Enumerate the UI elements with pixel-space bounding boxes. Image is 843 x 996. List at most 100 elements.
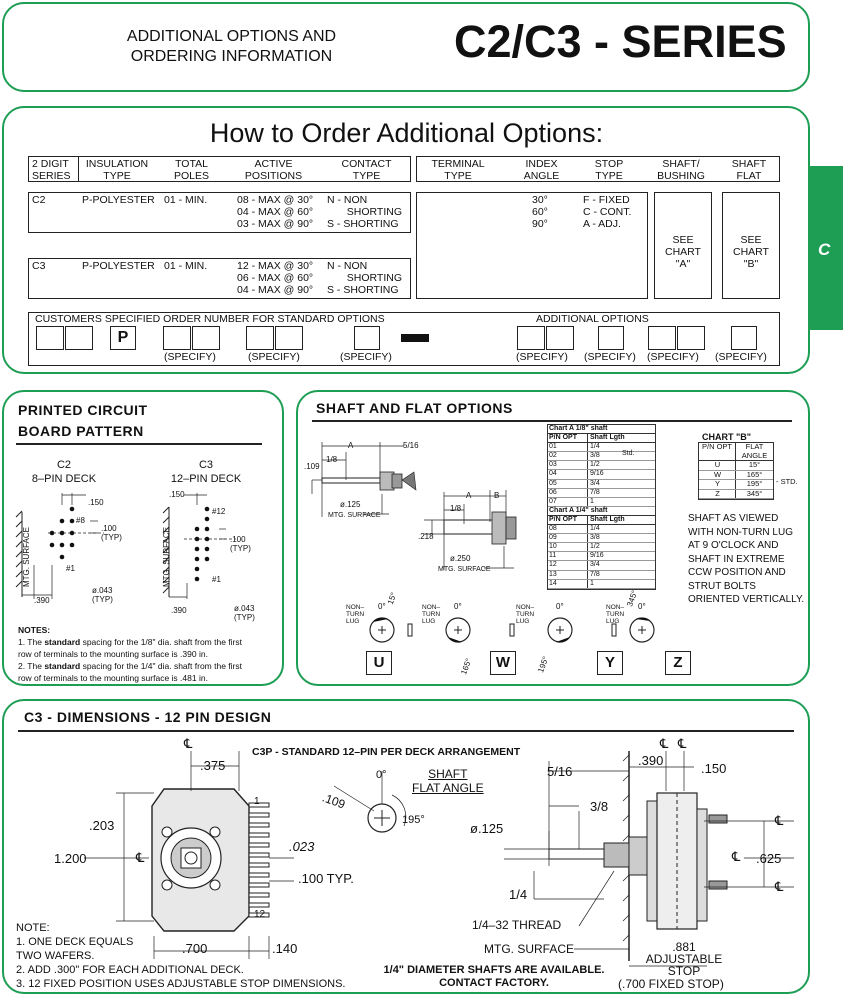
pcb-c2-043-val: ø.043 bbox=[92, 586, 113, 595]
pcb-c3-pin1: #1 bbox=[212, 575, 221, 584]
col-header-series-l1: 2 DIGIT bbox=[32, 158, 69, 170]
c3-insulation: P-POLYESTER bbox=[82, 260, 155, 272]
col-header-contact-l2: TYPE bbox=[352, 170, 381, 182]
stop-box[interactable] bbox=[598, 326, 624, 350]
col-header-terminal-l2: TYPE bbox=[444, 170, 472, 182]
poles-box-1[interactable] bbox=[163, 326, 191, 350]
lug-w-3: LUG bbox=[422, 618, 436, 625]
c3-contact-2: SHORTING bbox=[346, 272, 402, 284]
bushing-box-2[interactable] bbox=[677, 326, 705, 350]
pcb-note-1d: row of terminals to the mounting surface… bbox=[18, 649, 208, 659]
specify-5: (SPECIFY) bbox=[584, 351, 636, 363]
row-pn: 01 bbox=[548, 443, 588, 452]
col-header-contact-l1: CONTACT bbox=[341, 158, 392, 170]
pcb-mtg-1: MTG. SURFACE bbox=[22, 526, 31, 587]
flat-box-entry[interactable] bbox=[731, 326, 757, 350]
c2-insulation: P-POLYESTER bbox=[82, 194, 155, 206]
flat-view-z bbox=[611, 617, 655, 643]
header-panel: ADDITIONAL OPTIONS AND ORDERING INFORMAT… bbox=[2, 2, 810, 92]
positions-box-1[interactable] bbox=[246, 326, 274, 350]
header-subtitle-line2: ORDERING INFORMATION bbox=[130, 48, 333, 65]
row-pn: 07 bbox=[548, 497, 588, 506]
row-value: 1/4 bbox=[590, 443, 600, 451]
lug-z-1: NON– bbox=[606, 604, 625, 611]
col-header-index-l2: ANGLE bbox=[523, 170, 560, 182]
pcb-c3-390: .390 bbox=[171, 606, 187, 615]
pcb-c2-pin1: #1 bbox=[66, 564, 75, 573]
col-header-positions-l1: ACTIVE bbox=[254, 158, 293, 170]
c3dim-note-3: 3. 12 FIXED POSITION USES ADJUSTABLE STO… bbox=[16, 978, 346, 990]
stop-fixed: F - FIXED bbox=[583, 194, 630, 206]
row-pn: W bbox=[699, 470, 736, 479]
pcb-c3-sub: 12–PIN DECK bbox=[170, 473, 242, 485]
positions-box-2[interactable] bbox=[275, 326, 303, 350]
terminal-box-2[interactable] bbox=[546, 326, 574, 350]
specify-3: (SPECIFY) bbox=[340, 351, 392, 363]
shaft-title: SHAFT AND FLAT OPTIONS bbox=[316, 400, 513, 416]
series-title: C2/C3 - SERIES bbox=[454, 16, 787, 67]
lug-w-2: TURN bbox=[422, 611, 441, 618]
pcb-c3-043: ø.043(TYP) bbox=[234, 604, 255, 622]
cl-side-1: ℄ bbox=[660, 736, 669, 751]
lug-u-2: TURN bbox=[346, 611, 365, 618]
cl-right-2: ℄ bbox=[775, 879, 784, 894]
poles-box-2[interactable] bbox=[192, 326, 220, 350]
chart-b-head: P/N OPT FLAT ANGLE bbox=[699, 442, 773, 461]
col-header-terminal-l1: TERMINAL bbox=[431, 158, 485, 170]
series-digit-box-1[interactable] bbox=[36, 326, 64, 350]
c3dim-note-1: 1. ONE DECK EQUALS bbox=[16, 936, 134, 948]
contact-box[interactable] bbox=[354, 326, 380, 350]
lug-z-2: TURN bbox=[606, 611, 625, 618]
c3-contact-3: S - SHORTING bbox=[327, 284, 399, 296]
specify-6: (SPECIFY) bbox=[647, 351, 699, 363]
side-tab-letter: C bbox=[818, 240, 831, 259]
dim-100typ: .100 TYP. bbox=[298, 871, 354, 886]
series-digit-box-2[interactable] bbox=[65, 326, 93, 350]
row-pn: 10 bbox=[548, 543, 588, 552]
shaft-desc-6: STRUT BOLTS bbox=[688, 580, 756, 592]
stop-cont: C - CONT. bbox=[583, 206, 632, 218]
row-pn: 11 bbox=[548, 552, 588, 561]
c3dim-note-1b: TWO WAFERS. bbox=[16, 950, 95, 962]
lug-y-1: NON– bbox=[516, 604, 535, 611]
c3-pos-1: 12 - MAX @ 30° bbox=[237, 260, 314, 272]
header-subtitle: ADDITIONAL OPTIONS AND ORDERING INFORMAT… bbox=[94, 27, 369, 67]
c3-pos-2: 06 - MAX @ 60° bbox=[237, 272, 314, 284]
c3dim-title: C3 - DIMENSIONS - 12 PIN DESIGN bbox=[24, 709, 272, 725]
cl-side-2: ℄ bbox=[678, 736, 687, 751]
row-value: 7/8 bbox=[590, 488, 600, 496]
pcb-c2-043-typ: (TYP) bbox=[92, 595, 113, 604]
row-value: 1/4 bbox=[590, 525, 600, 533]
chart-a18-head: P/N OPT Shaft Lgth bbox=[548, 434, 655, 444]
col-header-insulation-l2: TYPE bbox=[103, 170, 131, 182]
col-header-flat-l2: FLAT bbox=[736, 170, 762, 182]
pcb-c3-100-typ: (TYP) bbox=[230, 544, 251, 553]
dim-150: .150 bbox=[701, 761, 727, 776]
shaft-dim-b: B bbox=[494, 491, 500, 500]
dim-1200: 1.200 bbox=[54, 851, 87, 866]
c3-contact: N - NON SHORTING S - SHORTING bbox=[327, 260, 402, 296]
bushing-box bbox=[654, 192, 712, 299]
pcb-c3-150: .150 bbox=[169, 490, 185, 499]
pcb-note-2d: row of terminals to the mounting surface… bbox=[18, 673, 208, 683]
c2-contact-2: SHORTING bbox=[346, 206, 402, 218]
adj-stop-l2: STOP bbox=[667, 964, 701, 978]
bushing-box-1[interactable] bbox=[648, 326, 676, 350]
shaft-panel: SHAFT AND FLAT OPTIONS A 5/16 1 bbox=[296, 390, 810, 686]
dim-38: 3/8 bbox=[590, 799, 609, 814]
pcb-c2-pin8: #8 bbox=[76, 516, 85, 525]
pcb-note-2b: standard bbox=[44, 661, 81, 671]
header-subtitle-line1: ADDITIONAL OPTIONS AND bbox=[126, 28, 337, 45]
terminal-box-1[interactable] bbox=[517, 326, 545, 350]
c2-poles: 01 - MIN. bbox=[164, 194, 208, 206]
row-pn: 12 bbox=[548, 561, 588, 570]
chart-a14-title: Chart A 1/4" shaft bbox=[548, 507, 655, 516]
c3-positions: 12 - MAX @ 30° 06 - MAX @ 60° 04 - MAX @… bbox=[237, 260, 313, 296]
chart-a18-col-pn: P/N OPT bbox=[548, 434, 588, 443]
availability-l1: 1/4" DIAMETER SHAFTS ARE AVAILABLE. bbox=[383, 964, 605, 976]
lug-u-1: NON– bbox=[346, 604, 365, 611]
